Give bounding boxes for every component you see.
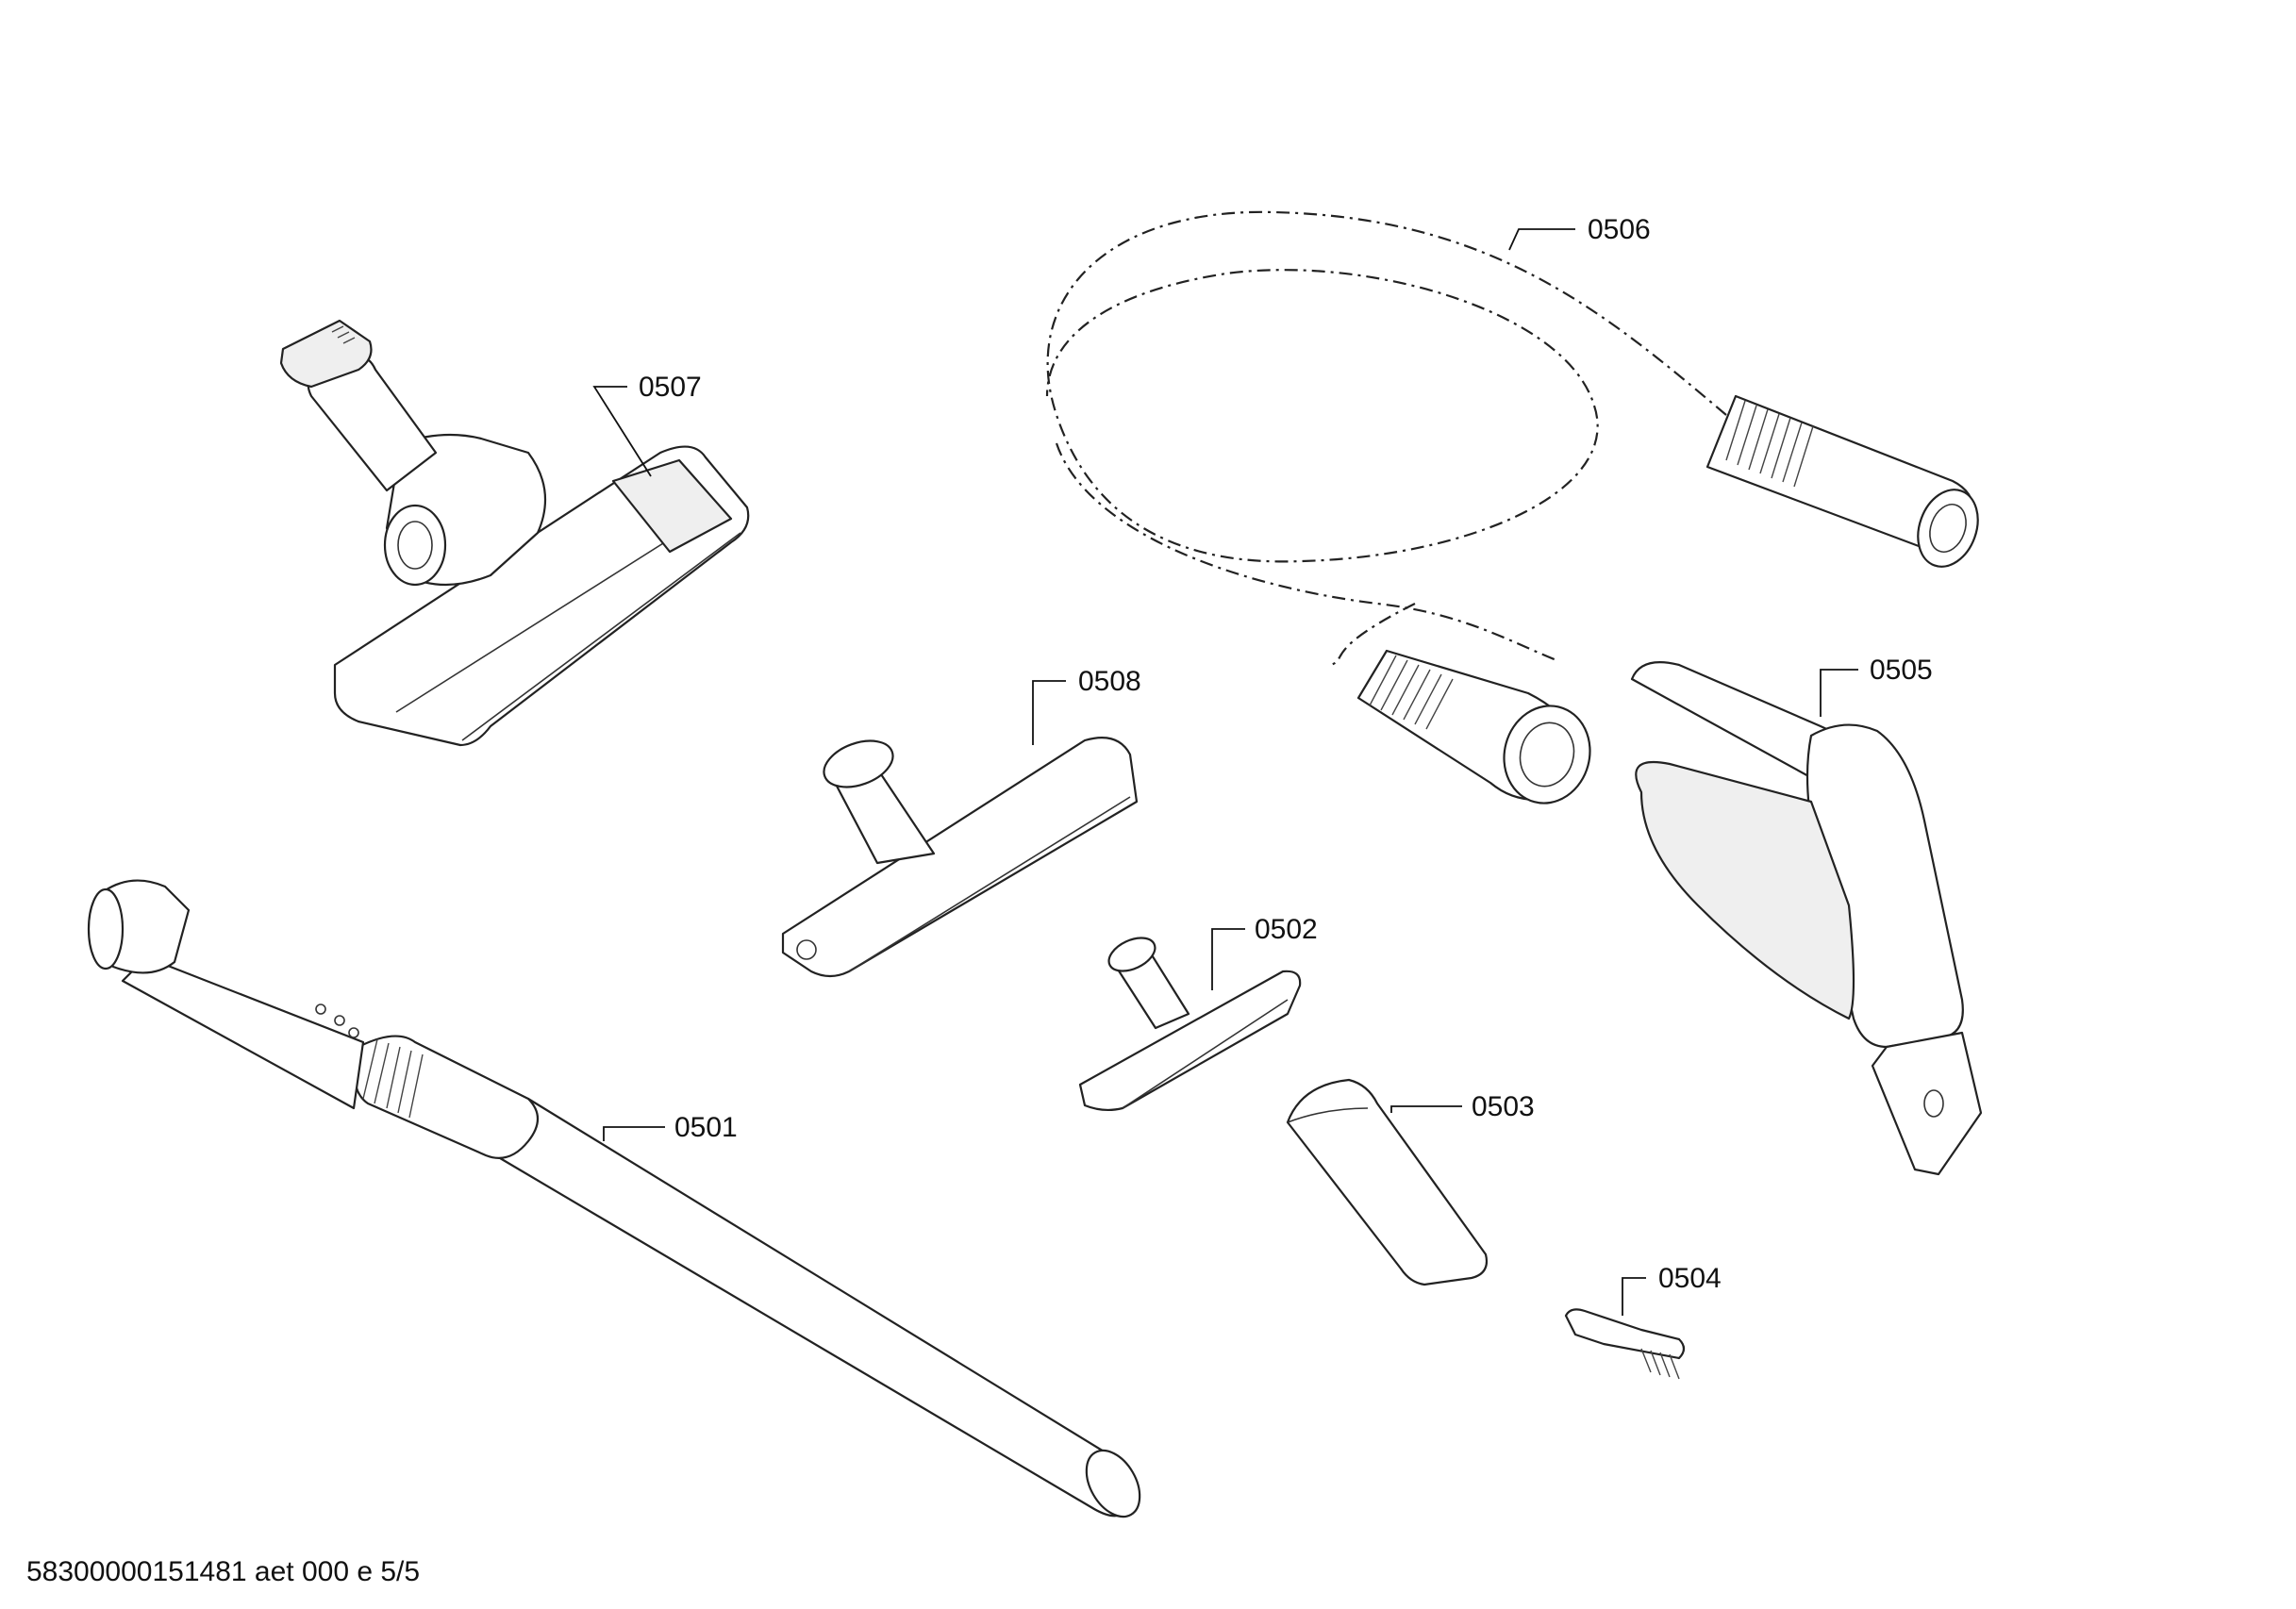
part-0506-hose	[1045, 210, 1979, 804]
leader-0502	[1211, 928, 1245, 990]
callout-0503: 0503	[1472, 1091, 1535, 1122]
part-0505-handle	[1630, 661, 1983, 1176]
callout-0504: 0504	[1658, 1263, 1722, 1294]
callout-0502: 0502	[1255, 914, 1318, 945]
part-0502-small-nozzle	[1078, 937, 1302, 1112]
leader-0505	[1820, 669, 1858, 717]
callout-0508: 0508	[1078, 666, 1141, 697]
part-0507-floor-nozzle	[279, 319, 750, 747]
part-0501-telescopic-tube	[87, 879, 1141, 1518]
leader-0506	[1508, 228, 1575, 251]
leader-0501	[603, 1126, 665, 1141]
part-0508-upholstery-nozzle	[781, 737, 1139, 978]
callout-0506: 0506	[1588, 214, 1651, 245]
leader-0503	[1390, 1105, 1462, 1113]
callout-0505: 0505	[1870, 655, 1933, 686]
callout-0507: 0507	[639, 372, 702, 403]
leader-0508	[1032, 680, 1066, 745]
leader-0504	[1622, 1277, 1646, 1316]
callout-0501: 0501	[674, 1112, 738, 1143]
part-0504-brush	[1564, 1308, 1686, 1380]
part-0503-crevice-tool	[1286, 1078, 1489, 1286]
leader-0507	[592, 386, 652, 477]
document-code: 58300000151481 aet 000 e 5/5	[26, 1556, 421, 1587]
